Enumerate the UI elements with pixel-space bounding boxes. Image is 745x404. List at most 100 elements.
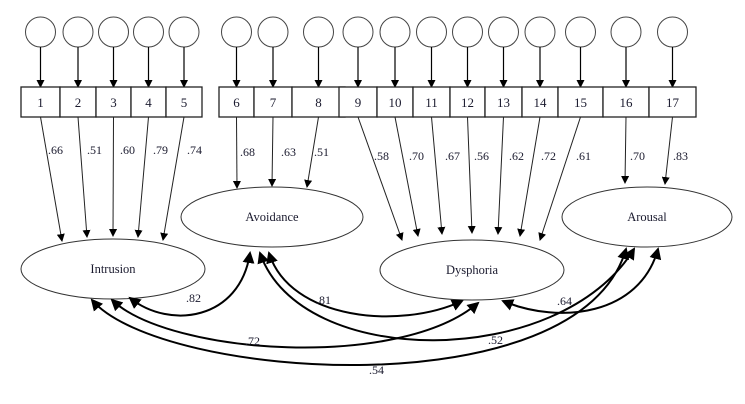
factor-intrusion[interactable]: Intrusion [20, 238, 206, 300]
indicator-13[interactable]: 13 [484, 86, 523, 118]
correlation-label-avoidance-dysphoria: .81 [316, 293, 331, 307]
loading-12: .56 [467, 116, 489, 234]
loading-value: .61 [576, 149, 591, 163]
loading-arrow [431, 116, 446, 235]
loading-value: .74 [187, 143, 202, 157]
indicator-label: 12 [461, 95, 474, 110]
indicator-label: 10 [389, 95, 402, 110]
error-circle [610, 16, 642, 48]
indicator-17[interactable]: 17 [648, 86, 697, 118]
factor-dysphoria[interactable]: Dysphoria [379, 239, 565, 301]
error-term-17 [657, 16, 688, 88]
correlation-intrusion-arousal[interactable] [90, 247, 629, 367]
indicator-2[interactable]: 2 [59, 86, 97, 118]
loading-5: .74 [160, 116, 202, 241]
loading-value: .83 [673, 149, 688, 163]
indicator-label: 17 [666, 95, 680, 110]
indicator-10[interactable]: 10 [376, 86, 414, 118]
indicator-label: 3 [110, 95, 117, 110]
loading-value: .72 [541, 149, 556, 163]
indicator-label: 14 [534, 95, 548, 110]
error-circle [416, 16, 447, 48]
error-circle [257, 16, 289, 48]
loading-arrow [621, 116, 630, 184]
indicator-box [602, 86, 650, 118]
indicator-1[interactable]: 1 [20, 86, 61, 118]
factor-loadings: .66.51.60.79.74.68.63.51.58.70.67.56.62.… [40, 116, 688, 242]
error-term-12 [452, 16, 483, 88]
indicator-4[interactable]: 4 [130, 86, 167, 118]
error-term-8 [303, 16, 334, 88]
factor-intrusion-label: Intrusion [90, 262, 136, 276]
loading-value: .70 [409, 149, 424, 163]
indicator-box [165, 86, 203, 118]
loading-16: .70 [621, 116, 645, 184]
correlation-label-intrusion-dysphoria: .72 [245, 334, 260, 348]
factor-arousal-label: Arousal [627, 210, 667, 224]
indicator-16[interactable]: 16 [602, 86, 650, 118]
error-term-14 [524, 16, 556, 88]
indicator-14[interactable]: 14 [521, 86, 559, 118]
error-circle [657, 16, 688, 48]
factor-arousal[interactable]: Arousal [561, 186, 733, 248]
loading-value: .58 [374, 149, 389, 163]
correlation-label-intrusion-avoidance: .82 [186, 291, 201, 305]
loading-15: .61 [538, 116, 591, 241]
indicator-label: 13 [497, 95, 510, 110]
loading-11: .67 [431, 116, 460, 235]
error-circle [379, 16, 411, 48]
loading-7: .63 [268, 116, 296, 187]
loading-value: .62 [509, 149, 524, 163]
indicator-label: 16 [620, 95, 634, 110]
indicator-15[interactable]: 15 [557, 86, 604, 118]
loading-arrow [304, 116, 319, 188]
error-circle [488, 16, 519, 48]
loading-arrow [467, 116, 476, 234]
loading-value: .56 [474, 149, 489, 163]
factor-correlations: .82 .81 .72 .52 .64 .54 [90, 247, 662, 377]
error-circle [565, 16, 596, 48]
loading-value: .63 [281, 145, 296, 159]
loading-1: .66 [40, 116, 65, 242]
loading-arrow [494, 116, 504, 235]
error-circle [524, 16, 556, 48]
indicator-11[interactable]: 11 [412, 86, 451, 118]
error-circle [452, 16, 483, 48]
loading-arrow [268, 116, 277, 187]
error-term-13 [488, 16, 519, 88]
indicator-box [557, 86, 604, 118]
loading-arrow [134, 116, 149, 238]
correlation-label-dysphoria-arousal: .64 [557, 294, 572, 308]
indicator-7[interactable]: 7 [253, 86, 293, 118]
indicator-box [253, 86, 293, 118]
indicator-label: 5 [181, 95, 188, 110]
indicator-12[interactable]: 12 [449, 86, 486, 118]
loading-8: .51 [304, 116, 329, 188]
loading-arrow [538, 116, 581, 241]
indicator-5[interactable]: 5 [165, 86, 203, 118]
indicator-label: 7 [270, 95, 277, 110]
indicator-3[interactable]: 3 [95, 86, 132, 118]
indicator-9[interactable]: 9 [338, 86, 378, 118]
factor-avoidance[interactable]: Avoidance [180, 186, 364, 248]
factor-dysphoria-label: Dysphoria [446, 263, 499, 277]
loading-6: .68 [232, 116, 255, 189]
latent-factors: Intrusion Avoidance Dysphoria Arousal [20, 186, 733, 301]
error-term-7 [257, 16, 289, 88]
loading-17: .83 [661, 116, 688, 185]
factor-avoidance-label: Avoidance [245, 210, 299, 224]
loading-arrow [40, 116, 65, 242]
loading-value: .67 [445, 149, 460, 163]
indicator-label: 1 [37, 95, 44, 110]
loading-value: .79 [153, 143, 168, 157]
indicator-6[interactable]: 6 [218, 86, 255, 118]
indicator-8[interactable]: 8 [291, 86, 346, 118]
error-circle [133, 16, 164, 48]
correlation-intrusion-dysphoria[interactable] [110, 298, 480, 349]
factor-arousal-ellipse [561, 186, 733, 248]
error-term-6 [221, 16, 252, 88]
loading-value: .68 [240, 145, 255, 159]
indicator-label: 2 [75, 95, 82, 110]
error-circle [168, 16, 200, 48]
loading-2: .51 [77, 116, 102, 238]
